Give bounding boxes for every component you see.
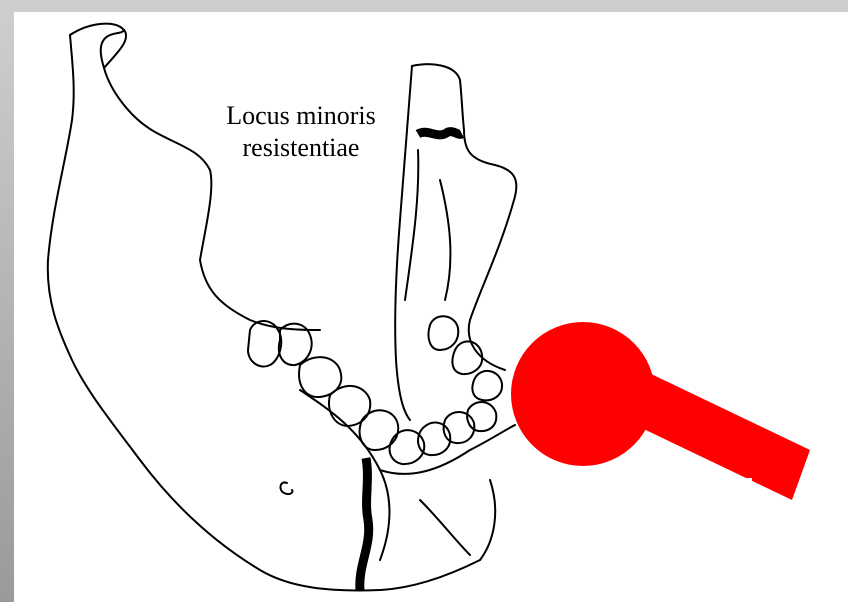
- label-line-1: Locus minoris: [206, 100, 396, 132]
- fracture-line-condyle-icon: [418, 132, 462, 135]
- locus-minoris-label: Locus minoris resistentiae: [206, 100, 396, 164]
- fracture-line-body-icon: [360, 458, 369, 590]
- impact-force-icon: [511, 322, 810, 500]
- label-line-2: resistentiae: [206, 132, 396, 164]
